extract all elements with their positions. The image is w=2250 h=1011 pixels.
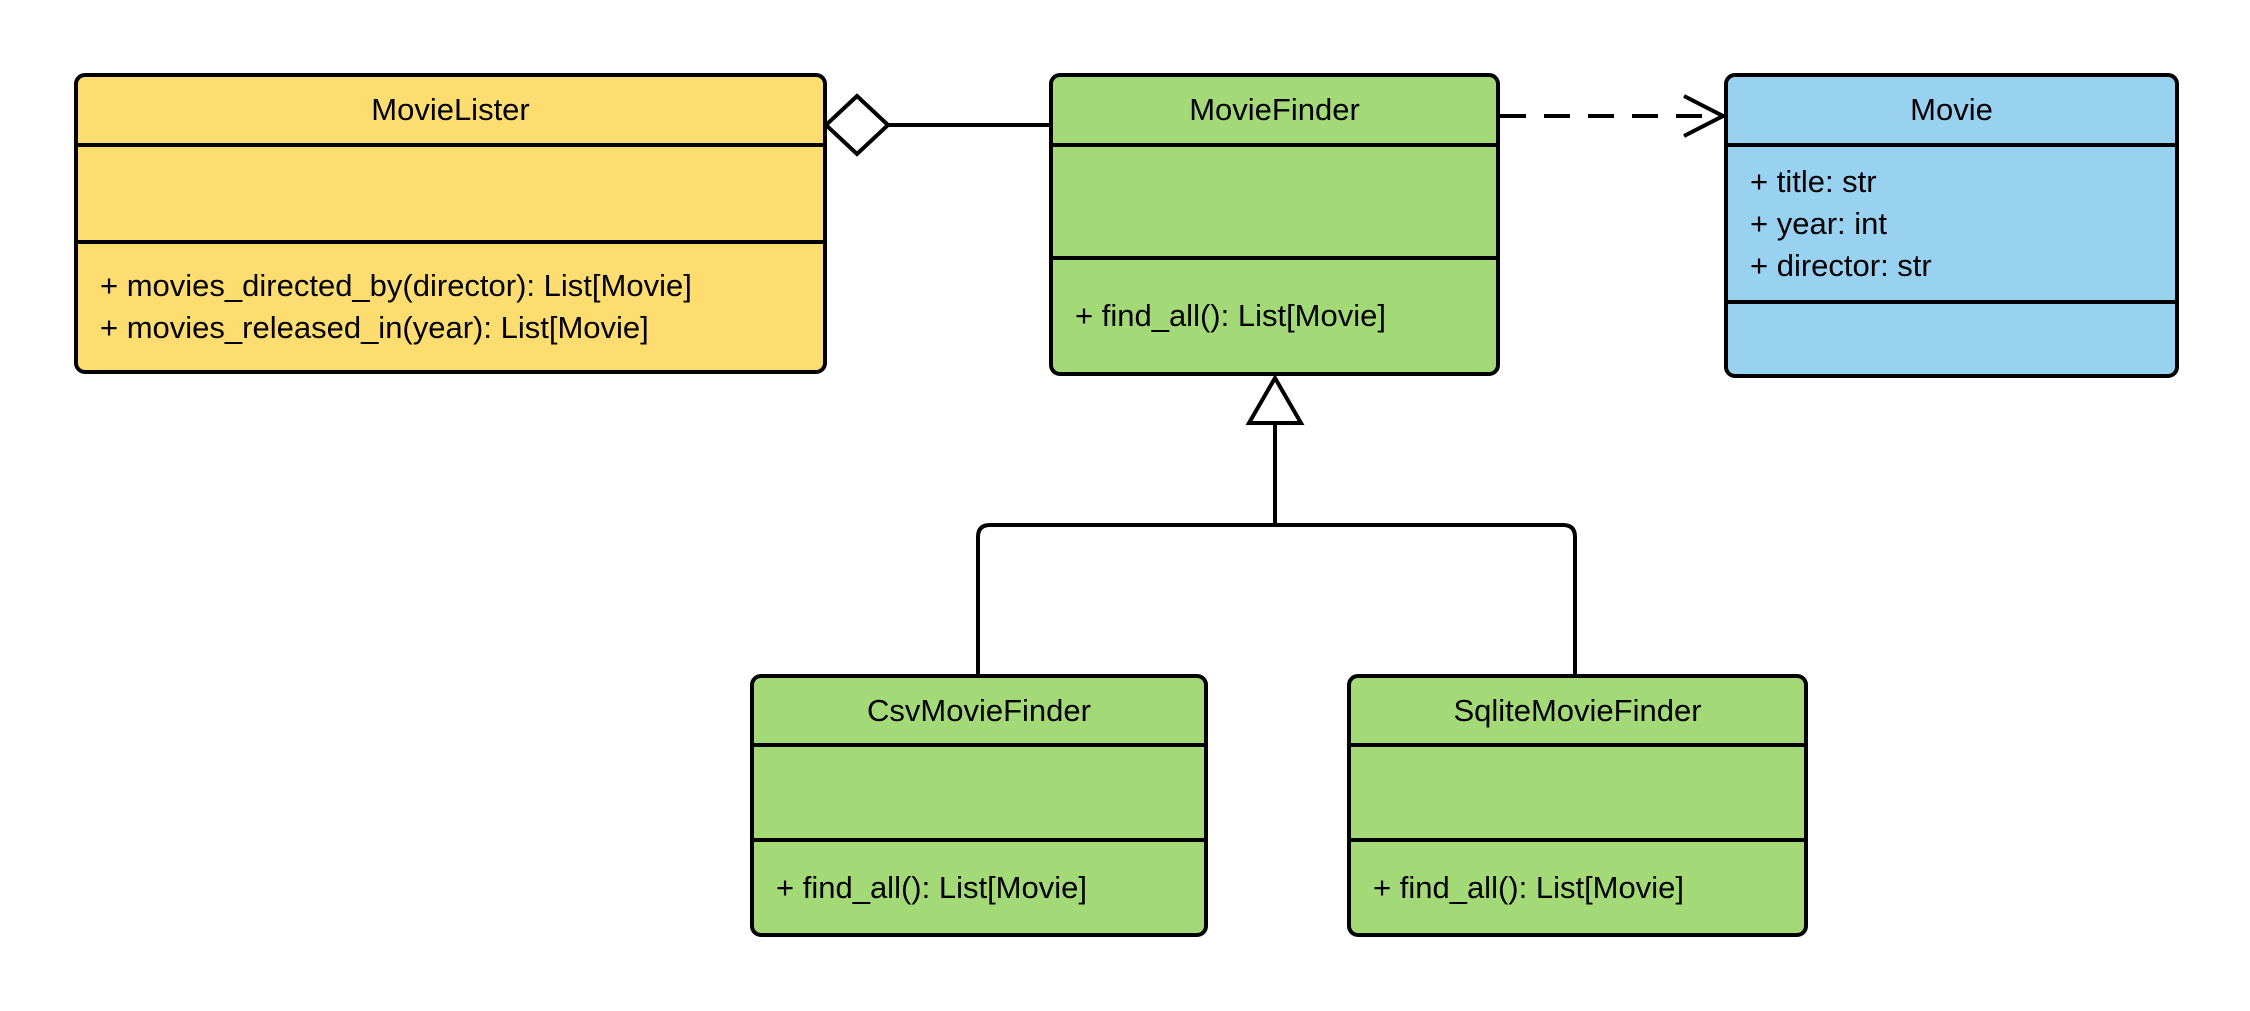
class-sqlitemoviefinder-title: SqliteMovieFinder <box>1453 692 1702 728</box>
class-movie: Movie + title: str + year: int + directo… <box>1724 73 2179 378</box>
dependency-connector <box>1500 94 1728 138</box>
method-item: + find_all(): List[Movie] <box>776 869 1087 905</box>
class-csvmoviefinder-title: CsvMovieFinder <box>867 692 1091 728</box>
method-item: + movies_released_in(year): List[Movie] <box>100 310 649 345</box>
method-item: + find_all(): List[Movie] <box>1075 298 1386 333</box>
class-moviefinder: MovieFinder + find_all(): List[Movie] <box>1049 73 1500 376</box>
class-movie-attributes: + title: str + year: int + director: str <box>1728 143 2175 300</box>
class-movie-title: Movie <box>1910 92 1993 127</box>
aggregation-diamond-icon <box>823 93 891 157</box>
class-moviefinder-attributes <box>1053 143 1496 256</box>
dependency-arrowhead-icon <box>1683 94 1728 138</box>
inheritance-triangle-icon <box>1245 374 1305 425</box>
inheritance-connector <box>976 374 1577 676</box>
attribute-item: + title: str <box>1750 163 1877 199</box>
method-item: + movies_directed_by(director): List[Mov… <box>100 268 692 303</box>
class-moviefinder-title: MovieFinder <box>1189 92 1360 127</box>
class-movielister-attributes <box>78 143 823 240</box>
attribute-item: + year: int <box>1750 205 1887 241</box>
class-sqlitemoviefinder-methods: + find_all(): List[Movie] <box>1351 838 1804 933</box>
class-movie-methods <box>1728 300 2175 374</box>
class-csvmoviefinder-attributes <box>754 743 1204 838</box>
method-item: + find_all(): List[Movie] <box>1373 869 1684 905</box>
class-csvmoviefinder: CsvMovieFinder + find_all(): List[Movie] <box>750 674 1208 937</box>
aggregation-connector <box>823 93 1051 157</box>
class-sqlitemoviefinder: SqliteMovieFinder + find_all(): List[Mov… <box>1347 674 1808 937</box>
class-movielister-title: MovieLister <box>371 92 530 127</box>
attribute-item: + director: str <box>1750 247 1932 283</box>
class-movielister: MovieLister + movies_directed_by(directo… <box>74 73 827 374</box>
class-sqlitemoviefinder-attributes <box>1351 743 1804 838</box>
class-movielister-methods: + movies_directed_by(director): List[Mov… <box>78 240 823 370</box>
class-csvmoviefinder-methods: + find_all(): List[Movie] <box>754 838 1204 933</box>
class-moviefinder-methods: + find_all(): List[Movie] <box>1053 256 1496 372</box>
